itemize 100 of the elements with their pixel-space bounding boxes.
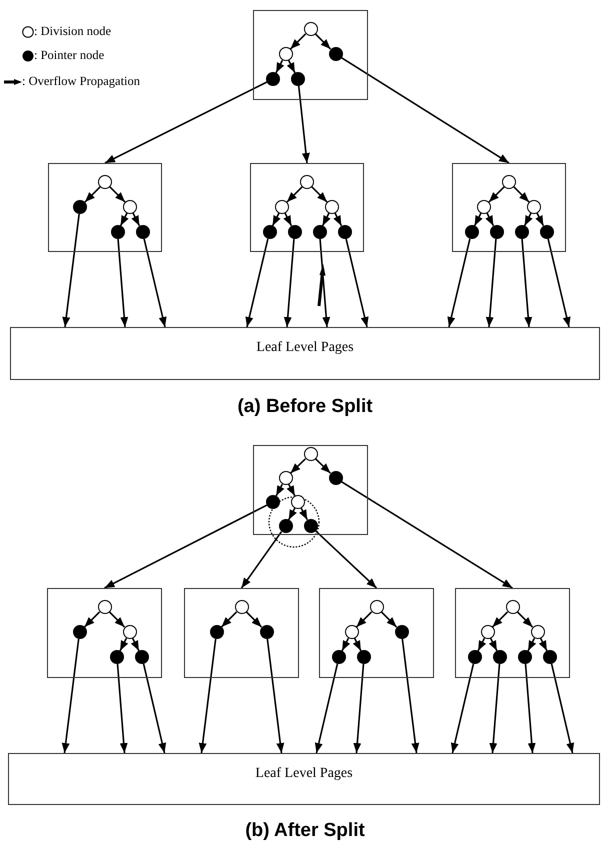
arrow: [246, 611, 262, 628]
arrow: [489, 664, 500, 754]
arrow: [521, 238, 532, 328]
arrow: [62, 214, 80, 328]
pointer-node: [135, 650, 149, 664]
arrow: [516, 611, 534, 628]
arrow: [535, 212, 544, 226]
arrow: [286, 186, 303, 203]
division-node: [344, 625, 358, 639]
pointer-node: [338, 225, 352, 239]
pointer-node: [332, 650, 346, 664]
pointer-node: [288, 225, 302, 239]
pointer-node: [291, 72, 305, 86]
arrow: [380, 611, 398, 628]
division-node: [98, 175, 112, 189]
arrow: [486, 238, 497, 328]
division-node: [502, 175, 516, 189]
arrow: [538, 638, 548, 652]
division-node: [278, 471, 292, 485]
arrow: [341, 638, 350, 652]
arrow: [299, 508, 308, 520]
division-node: [304, 447, 318, 461]
page-box: [250, 163, 364, 252]
pointer-node: [304, 519, 318, 533]
arrow: [275, 60, 284, 74]
page-box: [47, 588, 162, 678]
arrow: [130, 638, 140, 652]
division-node: [370, 600, 384, 614]
arrow: [315, 530, 378, 589]
pointer-node: [464, 225, 478, 239]
arrow: [314, 33, 332, 50]
arrow: [117, 238, 128, 328]
arrow: [104, 81, 268, 164]
legend-label: : Overflow Propagation: [22, 74, 140, 89]
pointer-node: [136, 225, 150, 239]
arrow: [488, 638, 498, 652]
pointer-node: [266, 495, 280, 509]
pointer-node: [328, 47, 342, 61]
arrow: [353, 664, 364, 754]
arrow: [272, 212, 281, 226]
pointer-node: [394, 625, 408, 639]
leaf-pages-box: [10, 327, 600, 380]
arrow: [341, 481, 513, 589]
pointer-node: [278, 519, 292, 533]
caption: (a) Before Split: [237, 396, 373, 418]
arrow: [550, 664, 574, 754]
arrow: [283, 212, 292, 226]
pointer-node: [262, 225, 276, 239]
arrow: [108, 611, 126, 628]
arrow: [288, 508, 297, 520]
arrow: [352, 638, 362, 652]
page-box: [253, 10, 368, 100]
arrow: [447, 238, 471, 328]
legend-label: : Pointer node: [34, 48, 104, 63]
arrow: [198, 638, 216, 754]
division-node: [506, 600, 520, 614]
pointer-node: [540, 225, 554, 239]
arrow: [142, 664, 166, 754]
division-node: [300, 175, 314, 189]
division-node: [291, 495, 305, 509]
arrow: [120, 212, 129, 226]
pointer-node: [493, 650, 507, 664]
pointer-node: [72, 625, 86, 639]
arrow: [315, 458, 331, 474]
arrow: [488, 186, 505, 203]
pointer-node: [518, 650, 532, 664]
pointer-node: [514, 225, 528, 239]
arrow: [290, 33, 306, 50]
division-node: [98, 600, 112, 614]
arrow: [266, 638, 284, 754]
arrow: [356, 611, 372, 628]
leaf-pages-box: [8, 753, 600, 805]
division-node: [234, 600, 248, 614]
arrow: [220, 611, 238, 628]
arrow: [284, 238, 295, 328]
arrow: [322, 212, 331, 226]
division-node: [304, 22, 318, 36]
pointer-node: [468, 650, 482, 664]
arrow: [319, 238, 330, 328]
pointer-node: [260, 625, 274, 639]
arrow: [477, 638, 486, 652]
pointer-node: [543, 650, 557, 664]
arrow: [240, 531, 282, 588]
division-node: [530, 625, 544, 639]
arrow: [314, 664, 338, 754]
arrow: [474, 212, 483, 226]
arrow: [524, 212, 533, 226]
pointer-node: [110, 225, 124, 239]
arrow: [286, 60, 296, 74]
arrow: [290, 458, 306, 474]
pointer-node: [110, 650, 124, 664]
pointer-node: [328, 471, 342, 485]
arrow: [286, 484, 296, 496]
page-box: [319, 588, 434, 678]
arrow: [311, 186, 328, 203]
arrow: [84, 611, 100, 628]
arrow: [131, 212, 140, 226]
arrow: [333, 212, 342, 226]
arrow: [109, 186, 126, 203]
arrow: [341, 57, 510, 164]
